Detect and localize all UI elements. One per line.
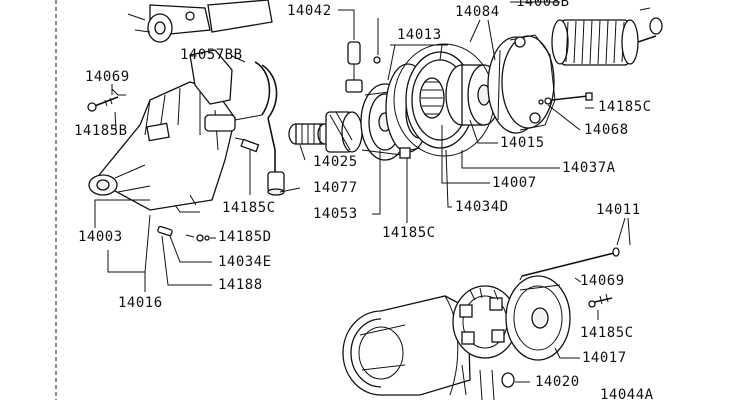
pinion-clutch-part	[288, 111, 363, 153]
part-label-14025: 14025	[313, 154, 358, 170]
part-label-14057BB: 14057BB	[180, 47, 243, 63]
part-label-14044A: 14044A	[600, 387, 654, 400]
through-bolt-part	[538, 92, 593, 105]
armature-part	[551, 7, 663, 66]
part-label-14084: 14084	[455, 4, 500, 20]
part-label-14016: 14016	[118, 295, 163, 311]
shift-lever-part	[345, 18, 381, 93]
leader-lines	[94, 1, 631, 383]
part-label-14185C: 14185C	[598, 99, 652, 115]
part-label-14185B: 14185B	[74, 123, 128, 139]
brush-holder-part	[452, 285, 518, 400]
rear-cover-part	[505, 275, 571, 361]
part-label-14185C-mid: 14185C	[382, 225, 436, 241]
seal-and-screw-part	[157, 225, 210, 242]
part-label-14185C-left: 14185C	[222, 200, 276, 216]
part-label-14037A: 14037A	[562, 160, 616, 176]
part-label-14015: 14015	[500, 135, 545, 151]
part-label-14053: 14053	[313, 206, 358, 222]
long-bolt-part	[519, 247, 620, 281]
part-label-14020: 14020	[535, 374, 580, 390]
wire-lead-part	[204, 61, 285, 196]
part-label-14185C-lower: 14185C	[580, 325, 634, 341]
lower-screw-part	[588, 293, 613, 308]
part-label-14042: 14042	[287, 3, 332, 19]
part-label-14017: 14017	[582, 350, 627, 366]
part-label-14185D: 14185D	[218, 229, 272, 245]
part-label-14013: 14013	[397, 27, 442, 43]
small-fasteners-part	[234, 137, 421, 159]
part-label-14188: 14188	[218, 277, 263, 293]
part-label-14008B: 14008B	[516, 0, 570, 10]
screw-set-part	[87, 88, 126, 112]
part-label-14011: 14011	[596, 202, 641, 218]
part-label-14069-lower: 14069	[580, 273, 625, 289]
solenoid-part	[127, 0, 273, 43]
yoke-frame-part	[342, 295, 471, 396]
part-label-14003: 14003	[78, 229, 123, 245]
part-label-14007: 14007	[492, 175, 537, 191]
part-label-14034E: 14034E	[218, 254, 272, 270]
part-label-14068: 14068	[584, 122, 629, 138]
gear-housing-part	[393, 34, 556, 157]
part-label-14077: 14077	[313, 180, 358, 196]
part-label-14069: 14069	[85, 69, 130, 85]
part-label-14034D: 14034D	[455, 199, 509, 215]
